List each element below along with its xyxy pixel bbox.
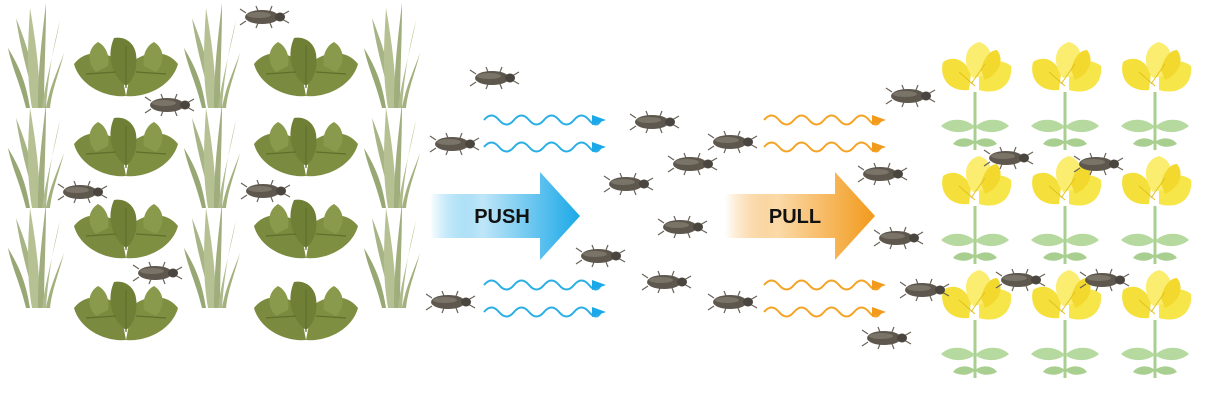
beetle-icon bbox=[641, 270, 692, 294]
beetle-icon bbox=[144, 93, 195, 117]
leafy-plant-icon bbox=[253, 199, 359, 259]
grass-icon bbox=[364, 103, 420, 208]
grass-icon bbox=[8, 103, 64, 208]
wave-arrow-icon bbox=[763, 279, 887, 291]
beetle-icon bbox=[983, 146, 1034, 170]
flower-plant-icon bbox=[939, 154, 1013, 266]
flower-plant-icon bbox=[1119, 154, 1193, 266]
grass-icon bbox=[184, 203, 240, 308]
block-arrow-icon bbox=[725, 172, 875, 260]
beetle-icon bbox=[57, 180, 108, 204]
beetle-icon bbox=[667, 152, 718, 176]
beetle-icon bbox=[425, 290, 476, 314]
beetle-icon bbox=[132, 261, 183, 285]
beetle-icon bbox=[861, 326, 912, 350]
block-arrow-icon bbox=[430, 172, 580, 260]
intercrop-field bbox=[8, 3, 420, 341]
beetle-icon bbox=[603, 172, 654, 196]
flower-plant-icon bbox=[1119, 40, 1193, 152]
leafy-plant-icon bbox=[253, 37, 359, 97]
beetle-icon bbox=[629, 110, 680, 134]
grass-icon bbox=[184, 103, 240, 208]
pull-arrow: PULL bbox=[725, 172, 875, 260]
beetle-icon bbox=[707, 290, 758, 314]
beetle-icon bbox=[240, 179, 291, 203]
beetle-icon bbox=[899, 278, 950, 302]
pull-label: PULL bbox=[769, 206, 821, 228]
beetle-icon bbox=[885, 84, 936, 108]
flower-plant-icon bbox=[939, 40, 1013, 152]
wave-arrow-icon bbox=[483, 114, 607, 126]
beetle-icon bbox=[469, 66, 520, 90]
wave-arrow-icon bbox=[763, 114, 887, 126]
flower-plant-icon bbox=[1029, 40, 1103, 152]
wave-arrow-icon bbox=[483, 279, 607, 291]
beetle-icon bbox=[575, 244, 626, 268]
leafy-plant-icon bbox=[253, 117, 359, 177]
beetle-icon bbox=[429, 132, 480, 156]
beetle-icon bbox=[707, 130, 758, 154]
flower-plant-icon bbox=[1119, 268, 1193, 380]
grass-icon bbox=[8, 203, 64, 308]
wave-arrow-icon bbox=[763, 306, 887, 318]
beetle-icon bbox=[657, 215, 708, 239]
push-arrow: PUSH bbox=[430, 172, 580, 260]
wave-arrow-icon bbox=[483, 141, 607, 153]
leafy-plant-icon bbox=[73, 281, 179, 341]
trap-crop-field bbox=[939, 40, 1193, 380]
beetle-icon bbox=[857, 162, 908, 186]
wave-arrow-icon bbox=[483, 306, 607, 318]
wave-arrow-icon bbox=[763, 141, 887, 153]
beetle-icon bbox=[873, 226, 924, 250]
leafy-plant-icon bbox=[253, 281, 359, 341]
flower-plant-icon bbox=[939, 268, 1013, 380]
beetle-icon bbox=[239, 5, 290, 29]
leafy-plant-icon bbox=[73, 199, 179, 259]
leafy-plant-icon bbox=[73, 37, 179, 97]
grass-icon bbox=[364, 203, 420, 308]
grass-icon bbox=[364, 3, 420, 108]
grass-icon bbox=[8, 3, 64, 108]
grass-icon bbox=[184, 3, 240, 108]
leafy-plant-icon bbox=[73, 117, 179, 177]
flower-plant-icon bbox=[1029, 268, 1103, 380]
push-label: PUSH bbox=[474, 206, 530, 228]
